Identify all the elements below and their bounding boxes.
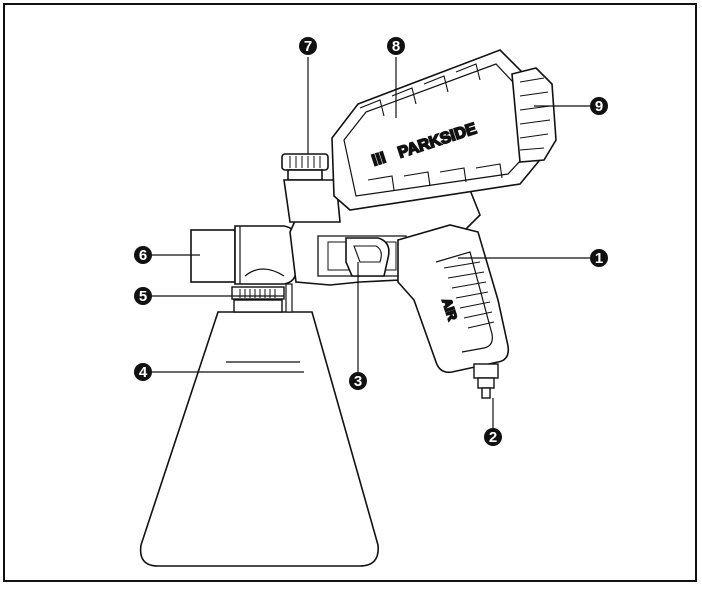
callout-7-label: 7: [304, 38, 312, 55]
callout-5-label: 5: [139, 288, 147, 305]
callout-3: 3: [349, 372, 367, 390]
callout-9: 9: [590, 97, 608, 115]
air-cap: [511, 67, 557, 163]
callout-4-label: 4: [139, 364, 148, 381]
callout-6-label: 6: [139, 247, 147, 264]
container-connector: [231, 283, 293, 313]
callout-1-label: 1: [595, 250, 603, 267]
callout-2: 2: [484, 428, 502, 446]
air-connector: [473, 363, 499, 399]
callout-4: 4: [134, 363, 152, 381]
callout-5: 5: [134, 287, 152, 305]
callout-8-label: 8: [392, 38, 400, 55]
callout-2-label: 2: [489, 429, 497, 446]
leader-lines: [152, 57, 590, 428]
grip-handle: AIR: [397, 224, 510, 374]
callout-3-label: 3: [354, 373, 362, 390]
trigger: [345, 237, 390, 277]
outer-frame: [3, 3, 697, 582]
callouts: 1 2 3 4 5 6 7 8: [134, 37, 608, 446]
nozzle: [190, 225, 297, 285]
housing: III PARKSIDE: [331, 49, 549, 211]
regulating-knob: [281, 153, 341, 223]
container-bottle: [139, 311, 379, 567]
callout-1: 1: [590, 249, 608, 267]
callout-7: 7: [299, 37, 317, 55]
callout-8: 8: [387, 37, 405, 55]
callout-6: 6: [134, 246, 152, 264]
brand-stripes: III: [370, 150, 388, 170]
callout-9-label: 9: [595, 98, 603, 115]
